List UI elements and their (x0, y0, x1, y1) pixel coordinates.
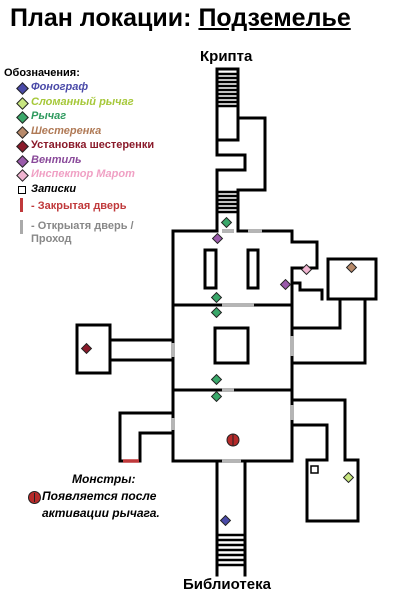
legend-item-phonograph: Фонограф (4, 81, 184, 96)
legend-item-notes: Записки (4, 183, 184, 198)
open-door-icon (20, 220, 23, 234)
legend-item-inspector: Инспектор Марот (4, 168, 184, 183)
monsters-title: Монстры: (72, 472, 136, 486)
page-title: План локации: Подземелье (10, 4, 402, 33)
broken-lever-marker[interactable] (342, 471, 355, 484)
top-ladder (215, 67, 240, 142)
open-doors (171, 229, 294, 463)
lever-marker[interactable] (210, 306, 223, 319)
gear-room (290, 257, 378, 301)
legend-item-broken-lever: Сломанный рычаг (4, 96, 184, 111)
library-corridor (215, 459, 247, 577)
inspector-marker[interactable] (300, 263, 313, 276)
gear-marker[interactable] (345, 261, 358, 274)
monster-item: Появляется после активации рычага. (28, 488, 198, 522)
title-prefix: План локации: (10, 4, 192, 32)
gear-slot-marker[interactable] (80, 342, 93, 355)
legend-item-gear: Шестеренка (4, 125, 184, 140)
note-icon (18, 185, 26, 194)
monster-spawn-marker[interactable] (226, 433, 240, 447)
monsters-legend: Монстры: Появляется после активации рыча… (28, 471, 198, 522)
closed-door-icon (20, 198, 23, 212)
legend-item-valve: Вентиль (4, 154, 184, 169)
middle-ladder (215, 190, 240, 214)
valve-marker[interactable] (279, 278, 292, 291)
lever-marker[interactable] (210, 373, 223, 386)
title-location: Подземелье (198, 4, 351, 32)
legend: Обозначения: Фонограф Сломанный рычаг Ры… (4, 67, 184, 245)
lever-marker[interactable] (220, 216, 233, 229)
upper-hall (171, 229, 319, 307)
legend-heading: Обозначения: (4, 67, 80, 79)
bottom-exit-label: Библиотека (183, 576, 271, 593)
note-marker[interactable] (310, 465, 319, 474)
lever-marker[interactable] (210, 291, 223, 304)
legend-item-open-door: - Открыатя дверь /Проход (4, 217, 184, 245)
legend-item-lever: Рычаг (4, 110, 184, 125)
left-room (75, 323, 175, 375)
middle-hall (171, 297, 367, 392)
legend-item-gear-slot: Установка шестеренки (4, 139, 184, 154)
top-exit-label: Крипта (200, 48, 253, 65)
valve-marker[interactable] (211, 232, 224, 245)
monster-description: Появляется после активации рычага. (42, 489, 160, 520)
phonograph-marker[interactable] (219, 514, 232, 527)
lever-marker[interactable] (210, 390, 223, 403)
monster-icon (28, 491, 41, 504)
lower-hall (118, 388, 360, 523)
legend-item-closed-door: - Закрытая дверь (4, 197, 184, 217)
